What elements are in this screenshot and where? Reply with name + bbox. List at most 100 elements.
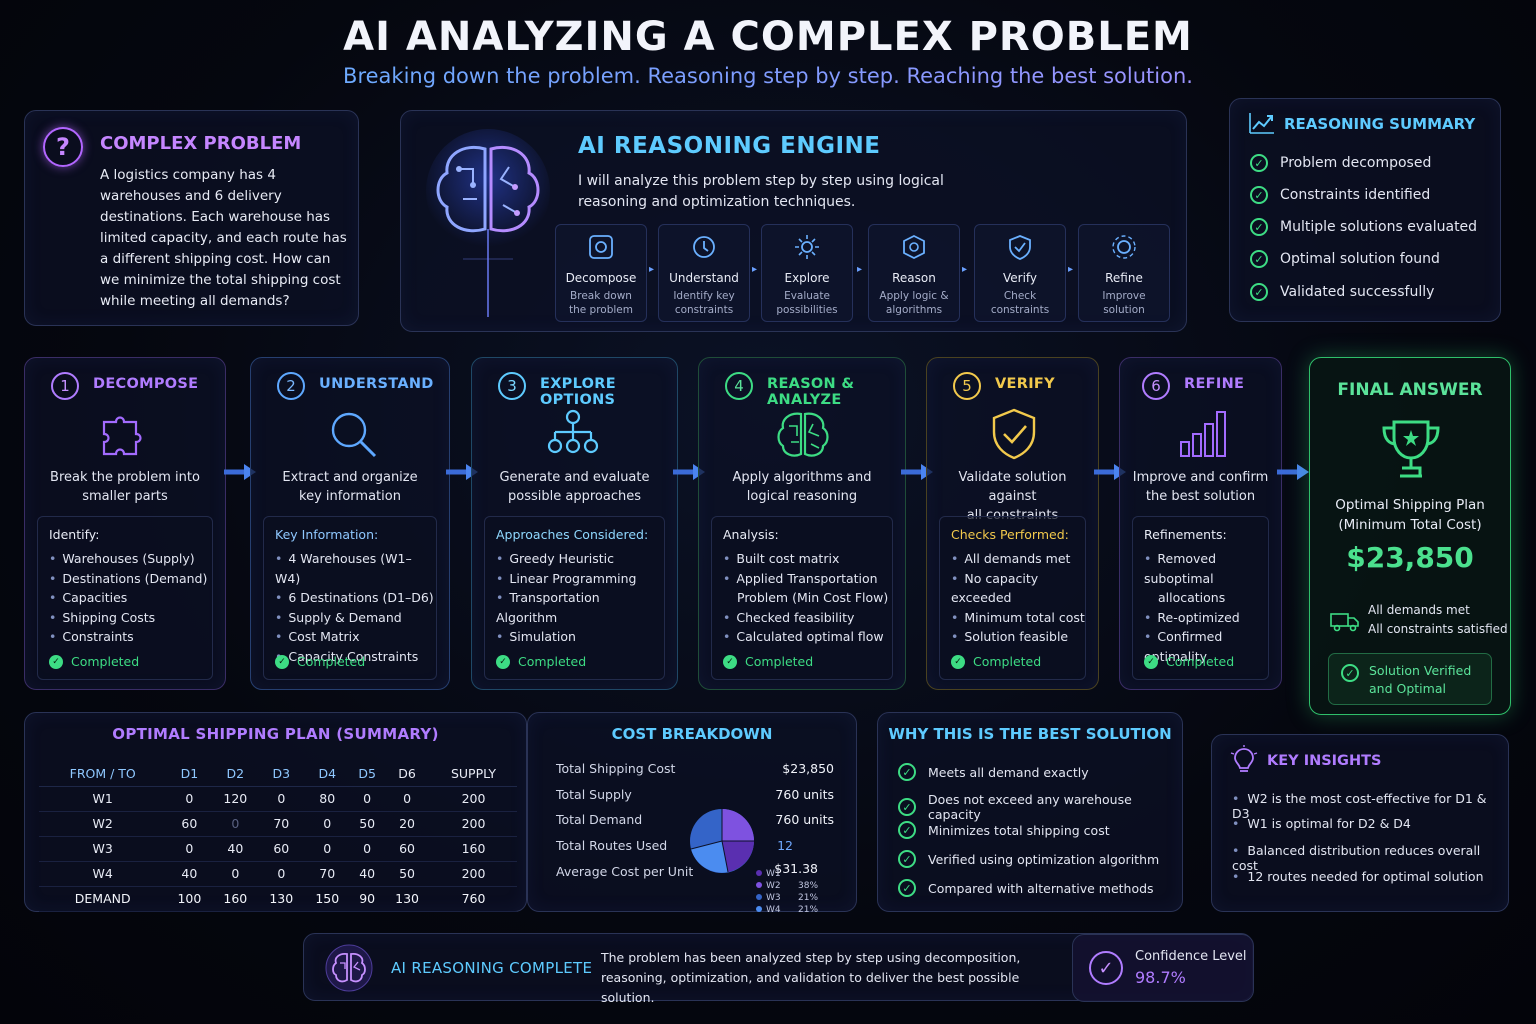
lightbulb-icon bbox=[1230, 745, 1258, 772]
brain-icon bbox=[777, 412, 829, 457]
completed-status: ✓Completed bbox=[1144, 654, 1234, 669]
cost-row-label: Total Supply bbox=[556, 787, 632, 802]
check-icon: ✓ bbox=[723, 654, 737, 669]
bar-chart-icon bbox=[1180, 411, 1226, 457]
why-item: ✓Meets all demand exactly bbox=[898, 763, 1089, 781]
arrow-right-icon bbox=[1277, 464, 1309, 480]
cost-row-value: 760 units bbox=[775, 787, 834, 802]
key-insights-card: KEY INSIGHTS W2 is the most cost-effecti… bbox=[1211, 734, 1509, 912]
confidence-value: 98.7% bbox=[1135, 968, 1186, 987]
reasoning-complete-bar: AI REASONING COMPLETE The problem has be… bbox=[303, 933, 1254, 1005]
verify-icon bbox=[1009, 235, 1031, 260]
cost-row-label: Total Shipping Cost bbox=[556, 761, 676, 776]
arrow-icon: ▸ bbox=[752, 264, 758, 275]
summary-item: ✓Optimal solution found bbox=[1250, 250, 1440, 268]
complex-problem-card: ? COMPLEX PROBLEM A logistics company ha… bbox=[24, 110, 359, 326]
reason-icon bbox=[903, 234, 925, 260]
check-icon: ✓ bbox=[1250, 218, 1268, 236]
check-icon: ✓ bbox=[898, 879, 916, 897]
step-verify: 5 VERIFY Validate solution againstall co… bbox=[926, 357, 1099, 690]
check-icon: ✓ bbox=[898, 763, 916, 781]
check-icon: ✓ bbox=[898, 798, 916, 816]
hierarchy-icon bbox=[547, 409, 599, 454]
plan-title: OPTIMAL SHIPPING PLAN (SUMMARY) bbox=[112, 725, 439, 743]
check-icon: ✓ bbox=[1250, 250, 1268, 268]
puzzle-icon bbox=[102, 416, 142, 456]
arrow-icon: ▸ bbox=[649, 264, 655, 275]
cost-row-value: 760 units bbox=[775, 812, 834, 827]
brain-icon bbox=[325, 944, 373, 992]
shield-check-icon bbox=[992, 408, 1036, 460]
check-icon: ✓ bbox=[49, 654, 63, 669]
engine-title: AI REASONING ENGINE bbox=[578, 133, 881, 159]
check-icon: ✓ bbox=[1250, 154, 1268, 172]
complete-title: AI REASONING COMPLETE bbox=[391, 959, 593, 977]
legend-item: W4 bbox=[756, 905, 781, 915]
brain-icon bbox=[426, 129, 550, 317]
check-icon: ✓ bbox=[1250, 186, 1268, 204]
insight-item: 12 routes needed for optimal solution bbox=[1232, 869, 1483, 884]
summary-item: ✓Validated successfully bbox=[1250, 283, 1434, 301]
check-icon: ✓ bbox=[275, 654, 289, 669]
cost-title: COST BREAKDOWN bbox=[611, 725, 773, 743]
complete-text: The problem has been analyzed step by st… bbox=[601, 950, 1021, 1005]
completed-status: ✓Completed bbox=[723, 654, 813, 669]
why-item: ✓Compared with alternative methods bbox=[898, 879, 1154, 897]
engine-step-reason: Reason Apply logic &algorithms bbox=[868, 224, 960, 322]
why-item: ✓Minimizes total shipping cost bbox=[898, 821, 1110, 839]
why-best-solution-card: WHY THIS IS THE BEST SOLUTION ✓Meets all… bbox=[877, 712, 1183, 912]
truck-icon bbox=[1330, 613, 1359, 632]
cost-row-value: $31.38 bbox=[774, 861, 818, 876]
shipping-plan-table-card: OPTIMAL SHIPPING PLAN (SUMMARY) FROM / T… bbox=[24, 712, 527, 912]
arrow-icon: ▸ bbox=[962, 264, 968, 275]
confidence-level-card: ✓ Confidence Level 98.7% bbox=[1072, 934, 1254, 1002]
check-icon: ✓ bbox=[1341, 664, 1359, 682]
cost-breakdown-card: COST BREAKDOWN Total Shipping Cost $23,8… bbox=[527, 712, 857, 915]
problem-title: COMPLEX PROBLEM bbox=[100, 133, 302, 154]
problem-text: A logistics company has 4 warehouses and… bbox=[100, 167, 347, 309]
check-circle-icon: ✓ bbox=[1089, 951, 1123, 985]
final-answer-card: FINAL ANSWER Optimal Shipping Plan(Minim… bbox=[1309, 357, 1511, 715]
why-item: ✓Verified using optimization algorithm bbox=[898, 850, 1159, 868]
summary-item: ✓Constraints identified bbox=[1250, 186, 1430, 204]
check-icon: ✓ bbox=[898, 821, 916, 839]
check-icon: ✓ bbox=[1144, 654, 1158, 669]
completed-status: ✓Completed bbox=[496, 654, 586, 669]
magnifier-icon bbox=[331, 412, 377, 458]
completed-status: ✓Completed bbox=[951, 654, 1041, 669]
final-cost: $23,850 bbox=[1346, 541, 1474, 574]
arrow-icon: ▸ bbox=[857, 264, 863, 275]
trophy-icon bbox=[1382, 420, 1440, 478]
legend-item: W2 bbox=[756, 881, 781, 891]
page-title: AI ANALYZING A COMPLEX PROBLEM bbox=[343, 14, 1193, 60]
why-title: WHY THIS IS THE BEST SOLUTION bbox=[888, 725, 1172, 743]
understand-icon bbox=[693, 236, 715, 258]
reasoning-engine-card: AI REASONING ENGINE I will analyze this … bbox=[400, 110, 1187, 332]
cost-row-label: Average Cost per Unit bbox=[556, 864, 694, 879]
check-icon: ✓ bbox=[496, 654, 510, 669]
refine-icon bbox=[1112, 235, 1136, 259]
check-icon: ✓ bbox=[898, 850, 916, 868]
engine-text: I will analyze this problem step by step… bbox=[578, 173, 944, 210]
completed-status: ✓Completed bbox=[49, 654, 139, 669]
cost-pie-chart bbox=[690, 809, 754, 873]
check-icon: ✓ bbox=[1250, 283, 1268, 301]
trend-chart-icon bbox=[1249, 113, 1274, 134]
confidence-label: Confidence Level bbox=[1135, 949, 1247, 964]
final-title: FINAL ANSWER bbox=[1337, 380, 1483, 400]
insights-title: KEY INSIGHTS bbox=[1267, 753, 1382, 769]
